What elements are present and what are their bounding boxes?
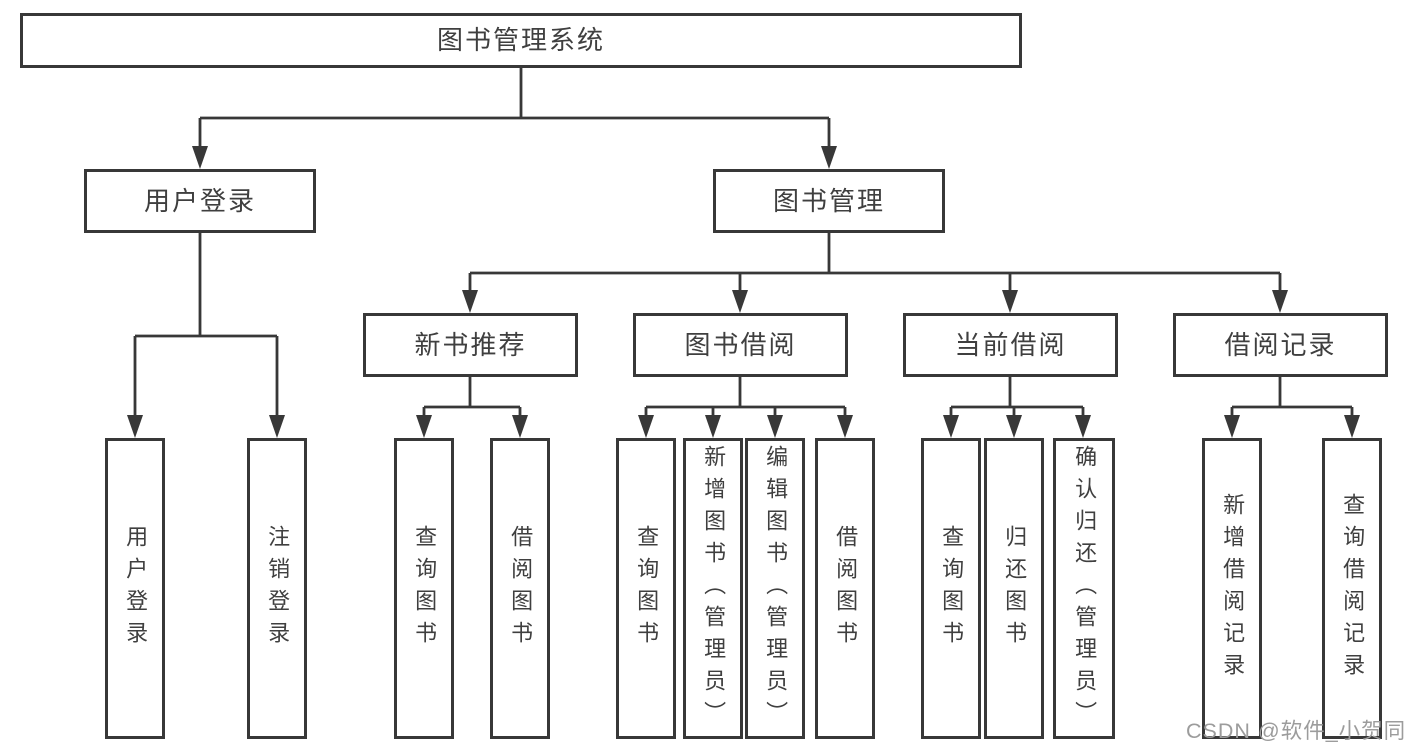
leaf-return-book: 归还图书 bbox=[984, 438, 1044, 739]
arrowhead-icon bbox=[837, 415, 853, 438]
connector-new-book-children bbox=[416, 377, 528, 438]
leaf-query-books-current: 查询图书 bbox=[921, 438, 981, 739]
arrowhead-icon bbox=[767, 415, 783, 438]
connector-book-borrow-children bbox=[638, 377, 853, 438]
node-borrow-records: 借阅记录 bbox=[1173, 313, 1388, 377]
connector-lines bbox=[422, 377, 522, 416]
arrowhead-icon bbox=[705, 415, 721, 438]
connector-lines bbox=[949, 377, 1085, 416]
leaf-add-book-admin: 新增图书（管理员） bbox=[683, 438, 743, 739]
leaf-query-books-borrow: 查询图书 bbox=[616, 438, 676, 739]
connector-lines bbox=[644, 377, 847, 416]
arrowhead-icon bbox=[127, 415, 143, 438]
arrowhead-icon bbox=[462, 290, 478, 313]
leaf-query-books-recommend: 查询图书 bbox=[394, 438, 454, 739]
arrowhead-icon bbox=[1002, 290, 1018, 313]
leaf-borrow-books: 借阅图书 bbox=[815, 438, 875, 739]
connector-lines bbox=[198, 68, 831, 147]
leaf-borrow-books-recommend: 借阅图书 bbox=[490, 438, 550, 739]
leaf-query-borrow-record: 查询借阅记录 bbox=[1322, 438, 1382, 739]
leaf-confirm-return-admin: 确认归还（管理员） bbox=[1053, 438, 1115, 739]
node-current-borrow: 当前借阅 bbox=[903, 313, 1118, 377]
arrowhead-icon bbox=[1006, 415, 1022, 438]
arrowhead-icon bbox=[1344, 415, 1360, 438]
node-book-management: 图书管理 bbox=[713, 169, 945, 233]
node-user-login: 用户登录 bbox=[84, 169, 316, 233]
connector-lines bbox=[133, 233, 279, 416]
arrowhead-icon bbox=[512, 415, 528, 438]
node-book-borrow: 图书借阅 bbox=[633, 313, 848, 377]
leaf-edit-book-admin: 编辑图书（管理员） bbox=[745, 438, 805, 739]
arrowhead-icon bbox=[1224, 415, 1240, 438]
connector-lines bbox=[1230, 377, 1354, 416]
arrowhead-icon bbox=[1075, 415, 1091, 438]
connector-user-login-children bbox=[127, 233, 285, 438]
arrowhead-icon bbox=[821, 146, 837, 169]
connector-root-to-level2 bbox=[192, 68, 837, 169]
connector-book-management-to-level3 bbox=[462, 233, 1288, 313]
node-new-book-recommend: 新书推荐 bbox=[363, 313, 578, 377]
connector-borrow-records-children bbox=[1224, 377, 1360, 438]
arrowhead-icon bbox=[192, 146, 208, 169]
arrowhead-icon bbox=[943, 415, 959, 438]
csdn-watermark: CSDN @软件_小贺同学 bbox=[1186, 719, 1405, 743]
connector-lines bbox=[468, 233, 1282, 291]
leaf-logout: 注销登录 bbox=[247, 438, 307, 739]
node-root: 图书管理系统 bbox=[20, 13, 1022, 68]
arrowhead-icon bbox=[416, 415, 432, 438]
arrowhead-icon bbox=[638, 415, 654, 438]
connector-current-borrow-children bbox=[943, 377, 1091, 438]
arrowhead-icon bbox=[1272, 290, 1288, 313]
leaf-add-borrow-record: 新增借阅记录 bbox=[1202, 438, 1262, 739]
arrowhead-icon bbox=[269, 415, 285, 438]
arrowhead-icon bbox=[732, 290, 748, 313]
leaf-user-login: 用户登录 bbox=[105, 438, 165, 739]
